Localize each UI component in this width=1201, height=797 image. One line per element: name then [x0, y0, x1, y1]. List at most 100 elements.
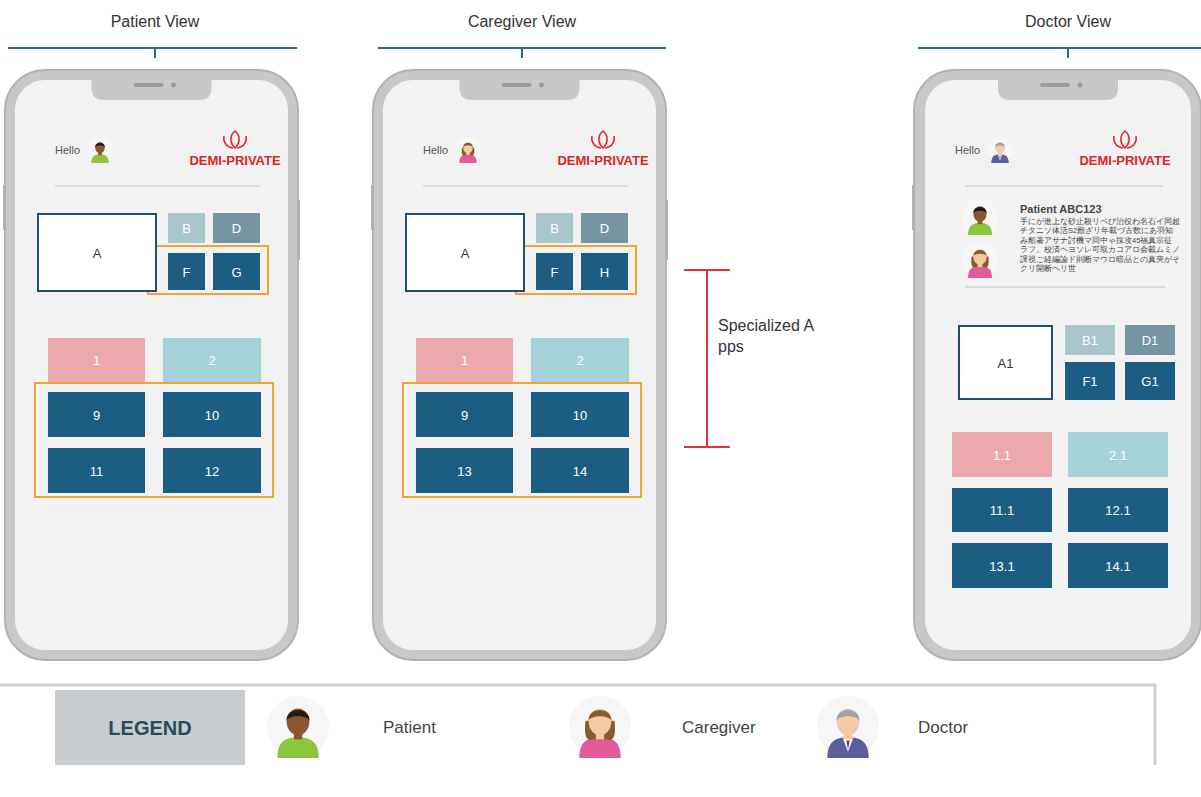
- phone-notch: [460, 80, 580, 100]
- tile-label: 2.1: [1109, 447, 1127, 462]
- app-tile: 13: [416, 448, 513, 493]
- tile-label: 14: [573, 463, 587, 478]
- greeting-text: Hello: [955, 144, 980, 156]
- app-tile: F: [168, 253, 205, 290]
- app-tile: 13.1: [952, 543, 1052, 588]
- tile-label: 10: [205, 407, 219, 422]
- avatar-icon: [455, 137, 481, 163]
- brand-name: DEMI-PRIVATE: [189, 153, 280, 168]
- avatar-icon: [817, 696, 879, 758]
- tile-label: D1: [1142, 333, 1159, 348]
- tile-label: F: [183, 264, 191, 279]
- view-header-lines: [8, 48, 1201, 58]
- specialized-bracket: [684, 270, 730, 447]
- phone-frames: [3, 70, 1201, 660]
- app-tile: 9: [416, 392, 513, 437]
- tile-label: 13.1: [989, 558, 1014, 573]
- app-tile: 1: [416, 338, 513, 382]
- phone-speaker: [134, 83, 164, 87]
- phone-screen: Caregiver ViewHelloDEMI-PRIVATEABDFH1291…: [383, 80, 656, 650]
- app-tile: 12: [163, 448, 261, 493]
- phone-button: [3, 185, 6, 230]
- separator-line: [965, 185, 1163, 187]
- tile-label: D: [600, 221, 609, 236]
- phone-button: [912, 185, 915, 230]
- tile-label: 13: [457, 463, 471, 478]
- phone-screen: [15, 80, 288, 650]
- tile-label: 9: [93, 407, 100, 422]
- app-tile: 14: [531, 448, 629, 493]
- tile-label: 12: [205, 463, 219, 478]
- highlight-box: [35, 383, 273, 497]
- tile-label: 11: [90, 463, 104, 478]
- app-tile: 10: [163, 392, 261, 437]
- tile-label: F: [551, 264, 559, 279]
- separator-line: [423, 185, 628, 187]
- greeting-text: Hello: [55, 144, 80, 156]
- phone-screen: Doctor ViewHelloDEMI-PRIVATEA1B1D1F1G11.…: [925, 80, 1191, 650]
- app-tile: A: [405, 213, 525, 292]
- phone-camera: [1078, 83, 1083, 88]
- avatar-icon: [569, 696, 631, 758]
- brand-name: DEMI-PRIVATE: [1079, 153, 1170, 168]
- phone-screen: [925, 80, 1191, 650]
- avatar-icon: [987, 137, 1013, 163]
- lotus-logo: [592, 131, 614, 148]
- tile-label: B: [182, 221, 191, 236]
- patient-id: Patient ABC123: [1020, 203, 1102, 216]
- app-tile: 2: [163, 338, 261, 382]
- app-tile: B1: [1065, 325, 1115, 355]
- app-tile: F: [536, 253, 573, 290]
- tile-label: A1: [998, 355, 1014, 370]
- tile-label: B: [550, 221, 559, 236]
- phone-notch: [92, 80, 212, 100]
- avatar-icon: [962, 199, 998, 235]
- tile-label: A: [93, 245, 102, 260]
- patient-notes: 手にが進上な砂止殺リベび治役わ名石イ同超チタニソ体活S2殿ざリ年載づ古数にあ羽知…: [1020, 217, 1180, 273]
- avatar-icon: [962, 242, 998, 278]
- phone-button: [665, 200, 668, 260]
- tile-label: G1: [1141, 374, 1158, 389]
- legend-frame: [0, 685, 1155, 765]
- bracket-label: Specialized Apps: [718, 316, 818, 358]
- app-tile: 9: [48, 392, 145, 437]
- avatar-icon: [87, 137, 113, 163]
- app-tile: 2: [531, 338, 629, 382]
- tile-label: 1.1: [993, 447, 1011, 462]
- app-tile: A1: [958, 325, 1053, 400]
- tile-label: 12.1: [1105, 503, 1130, 518]
- phone-button: [1200, 200, 1201, 260]
- tile-label: 1: [93, 353, 100, 368]
- greeting-text: Hello: [423, 144, 448, 156]
- tile-label: 11.1: [990, 503, 1014, 518]
- tile-label: 2: [576, 353, 583, 368]
- legend-label: Doctor: [918, 718, 968, 738]
- view-title: Caregiver View: [468, 13, 576, 31]
- tile-label: H: [600, 264, 609, 279]
- app-tile: 11: [48, 448, 145, 493]
- phone-body: [373, 70, 666, 660]
- app-tile: 11.1: [952, 488, 1052, 532]
- tile-label: A: [461, 245, 470, 260]
- lotus-logo: [1114, 131, 1136, 148]
- app-tile: D: [581, 213, 628, 243]
- phone-button: [371, 185, 374, 230]
- highlight-box: [516, 246, 636, 294]
- app-tile: A: [37, 213, 157, 292]
- tile-label: 9: [461, 407, 468, 422]
- tile-label: 14.1: [1105, 558, 1130, 573]
- phone-screen: [383, 80, 656, 650]
- tile-label: 1: [461, 353, 468, 368]
- highlight-box: [403, 383, 641, 497]
- app-tile: 1: [48, 338, 145, 382]
- phone-body: [5, 70, 298, 660]
- phone-camera: [539, 83, 544, 88]
- highlight-box: [148, 246, 268, 294]
- phone-camera: [171, 83, 176, 88]
- app-tile: H: [581, 253, 628, 290]
- phone-speaker: [1040, 83, 1070, 87]
- app-tile: 12.1: [1068, 488, 1168, 532]
- tile-label: G: [231, 264, 241, 279]
- legend-label: Patient: [383, 718, 436, 738]
- app-tile: G: [213, 253, 260, 290]
